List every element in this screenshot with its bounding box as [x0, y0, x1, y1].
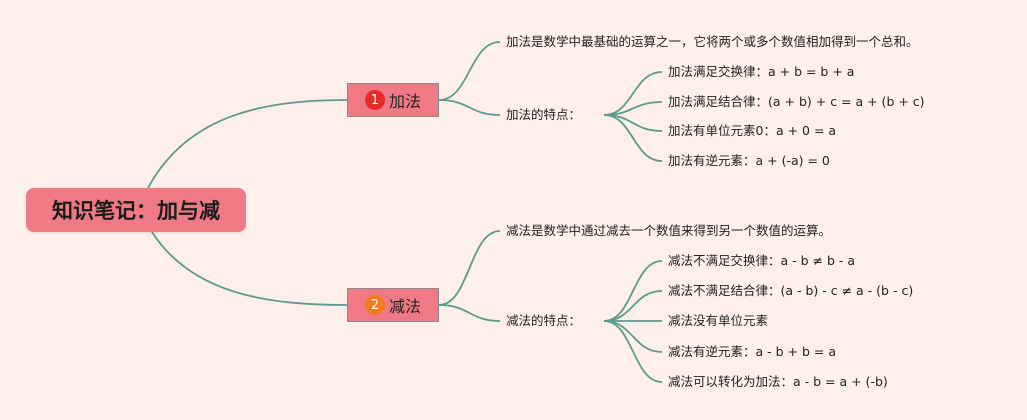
link-subtraction-feature-5 — [603, 320, 663, 383]
addition-feature-item: 加法有单位元素0：a + 0 = a — [668, 123, 837, 138]
link-subtraction-features — [438, 304, 501, 322]
link-addition-feature-4 — [603, 114, 663, 162]
subtraction-definition: 减法是数学中通过减去一个数值来得到另一个数值的运算。 — [506, 223, 832, 238]
branch-label-addition: 加法 — [388, 92, 421, 111]
subtraction-feature-item: 减法可以转化为加法：a - b = a + (-b) — [668, 374, 888, 389]
addition-feature-item: 加法有逆元素：a + (-a) = 0 — [668, 153, 830, 168]
addition-definition: 加法是数学中最基础的运算之一，它将两个或多个数值相加得到一个总和。 — [506, 34, 919, 49]
branch-node-addition[interactable]: 1 加法 — [347, 83, 439, 117]
link-root-subtraction — [151, 231, 348, 306]
link-subtraction-feature-1 — [603, 260, 663, 322]
addition-feature-item: 加法满足结合律：(a + b) + c = a + (b + c) — [668, 94, 925, 109]
addition-features-label: 加法的特点： — [506, 107, 582, 122]
link-subtraction-definition — [438, 230, 501, 306]
link-addition-feature-1 — [603, 71, 663, 116]
link-addition-definition — [438, 41, 501, 101]
link-addition-features — [438, 99, 501, 116]
branch-label-subtraction: 减法 — [388, 297, 421, 316]
root-title: 知识笔记：加与减 — [52, 199, 220, 223]
subtraction-feature-item: 减法不满足结合律：(a - b) - c ≠ a - (b - c) — [668, 283, 914, 298]
link-subtraction-feature-2 — [603, 290, 663, 322]
branch-node-subtraction[interactable]: 2 减法 — [347, 288, 439, 322]
root-node[interactable]: 知识笔记：加与减 — [26, 188, 246, 232]
subtraction-feature-item: 减法没有单位元素 — [668, 313, 769, 328]
number-badge-1: 1 — [364, 90, 385, 110]
link-root-addition — [147, 99, 348, 189]
addition-feature-item: 加法满足交换律：a + b = b + a — [668, 64, 855, 79]
subtraction-feature-item: 减法不满足交换律：a - b ≠ b - a — [668, 253, 856, 268]
subtraction-feature-item: 减法有逆元素：a - b + b = a — [668, 344, 836, 359]
number-badge-2: 2 — [364, 295, 385, 315]
subtraction-features-label: 减法的特点： — [506, 313, 582, 328]
link-subtraction-feature-4 — [603, 320, 663, 353]
